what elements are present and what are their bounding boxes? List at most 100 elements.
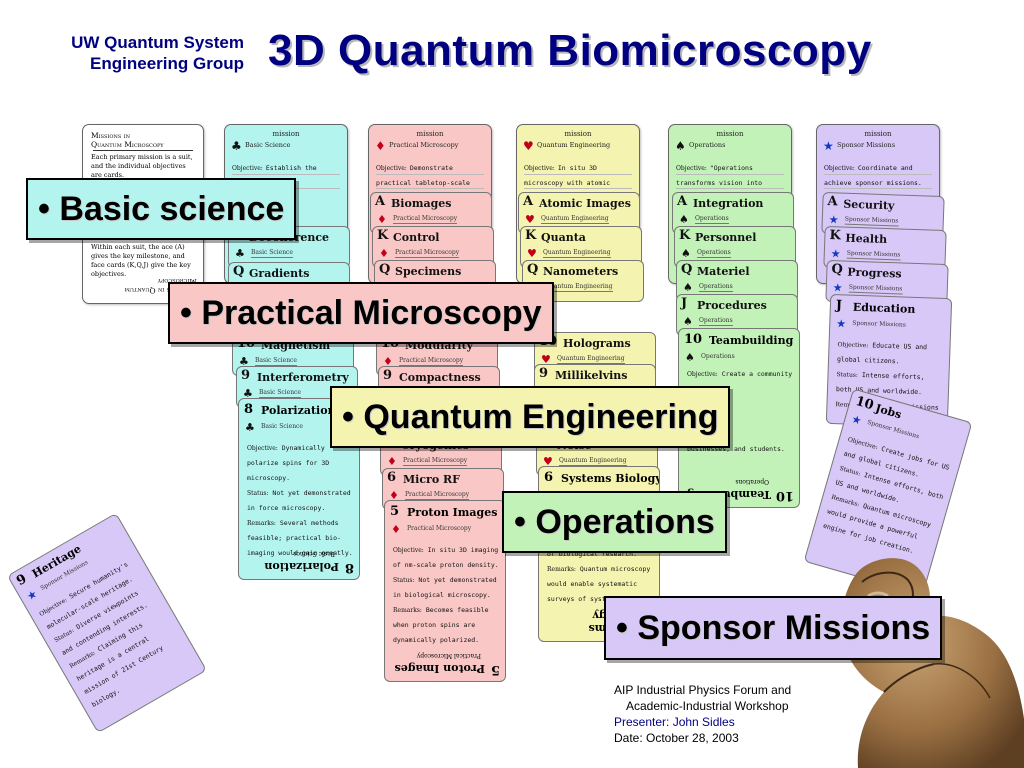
suit-label: Practical Microscopy xyxy=(405,491,470,500)
label-practical-microscopy: • Practical Microscopy xyxy=(168,282,554,344)
suit-label: Practical Microscopy xyxy=(393,215,458,224)
label-operations-text: • Operations xyxy=(514,503,715,541)
card-name: Atomic Images xyxy=(539,197,631,210)
mission-word: mission xyxy=(716,130,744,138)
mission-word: mission xyxy=(272,130,300,138)
diamond-icon: ♦ xyxy=(377,213,387,226)
card-name: Progress xyxy=(847,265,902,281)
status-value: Not yet demonstrated in biological micro… xyxy=(393,576,497,599)
card-name: Gradients xyxy=(249,267,310,280)
objective-label: Objective: xyxy=(687,371,718,378)
intro-card-title: Missions in Quantum Microscopy xyxy=(91,131,164,149)
card-name: Specimens xyxy=(395,265,462,278)
objective-value: In situ 3D imaging of nm-scale proton de… xyxy=(393,546,499,569)
club-icon: ♣ xyxy=(245,421,255,434)
intro-title-line-1: Missions in xyxy=(91,131,131,140)
suit-name: Quantum Engineering xyxy=(537,141,611,149)
suit-label: Operations xyxy=(701,353,735,360)
diamond-icon: ♦ xyxy=(379,247,389,260)
rank: A xyxy=(523,194,534,209)
spade-icon: ♠ xyxy=(683,281,693,294)
card-name: Systems Biology xyxy=(561,472,660,485)
star-icon: ★ xyxy=(830,247,841,261)
rank: K xyxy=(525,228,537,243)
label-quantum-engineering: • Quantum Engineering xyxy=(330,386,731,448)
club-icon: ♣ xyxy=(235,247,245,260)
suit-label: Practical Microscopy xyxy=(403,457,468,466)
club-icon: ♣ xyxy=(243,387,253,400)
organization-name: UW Quantum System Engineering Group xyxy=(30,32,244,74)
objective-value: Create a community xyxy=(721,370,793,378)
card-name: Millikelvins xyxy=(555,369,628,382)
card-name: Control xyxy=(393,231,440,244)
rank: Q xyxy=(527,262,539,277)
spade-icon: ♠ xyxy=(675,139,686,153)
card-body: Objective: Dynamically polarize spins fo… xyxy=(247,441,353,561)
flipped-footer: 8 Polarization Basic Science xyxy=(239,547,359,577)
card-name: Security xyxy=(843,197,895,213)
body-text: businesses, and students. xyxy=(687,445,785,453)
objective-row: Objective: Educate US and global citizen… xyxy=(837,337,944,371)
rank: Q xyxy=(831,262,844,278)
card-name: Materiel xyxy=(697,265,750,278)
star-icon: ★ xyxy=(24,587,40,604)
status-row: Status: Not yet demonstrated in force mi… xyxy=(247,486,353,516)
club-icon: ♣ xyxy=(239,355,249,368)
card-name: Health xyxy=(845,231,888,247)
suit-label: Operations xyxy=(695,215,729,224)
mission-header: mission xyxy=(225,130,347,138)
objective-value: Coordinate and achieve sponsor missions. xyxy=(824,164,922,187)
objective-label: Objective: xyxy=(524,165,555,172)
objective-text: Objective:Coordinate and achieve sponsor… xyxy=(824,161,932,190)
slide-title: 3D Quantum Biomicroscopy xyxy=(268,26,872,75)
rank: A xyxy=(827,194,838,210)
diamond-icon: ♦ xyxy=(387,455,397,468)
card-name: Teambuilding xyxy=(709,334,794,347)
remarks-value: Becomes feasible when proton spins are d… xyxy=(393,606,489,644)
divider xyxy=(93,150,193,151)
remarks-label: Remarks: xyxy=(247,520,276,527)
label-operations: • Operations xyxy=(502,491,727,553)
suit-label: Basic Science xyxy=(255,357,297,366)
card-name: Biomages xyxy=(391,197,452,210)
spade-icon: ♠ xyxy=(679,213,689,226)
intro-text-1: Each primary mission is a suit, and the … xyxy=(91,153,193,179)
objective-row: Objective: Dynamically polarize spins fo… xyxy=(247,441,353,486)
diamond-icon: ♦ xyxy=(391,523,401,536)
suit-label: Basic Science xyxy=(251,249,293,258)
card-name: Micro RF xyxy=(403,473,460,486)
rank: 8 xyxy=(244,402,254,417)
label-sponsor-missions-text: • Sponsor Missions xyxy=(616,609,931,647)
mission-header: mission xyxy=(517,130,639,138)
remarks-value: Several methods feasible; practical bio-… xyxy=(247,519,353,557)
suit-label: Basic Science xyxy=(261,423,303,430)
suit-label: Basic Science xyxy=(259,389,301,398)
club-icon: ♣ xyxy=(231,139,242,153)
objective-label: Objective: xyxy=(376,165,407,172)
mission-header: mission xyxy=(817,130,939,138)
rank: J xyxy=(835,298,843,314)
objective-label: Objective: xyxy=(824,165,855,172)
suit-label: Operations xyxy=(699,283,733,292)
label-practical-microscopy-text: • Practical Microscopy xyxy=(180,294,542,332)
rank: 10 xyxy=(853,393,876,414)
card-body: Objective: Create jobs for US and global… xyxy=(821,432,954,563)
rank: 5 xyxy=(390,504,400,519)
card-name: Compactness xyxy=(399,371,481,384)
suit-label: Sponsor Missions xyxy=(866,418,920,441)
status-value: Not yet demonstrated in force microscopy… xyxy=(247,489,351,512)
label-basic-science-text: • Basic science xyxy=(38,190,285,228)
suit-label: Practical Microscopy xyxy=(395,249,460,258)
status-label: Status: xyxy=(393,577,415,584)
suit-label: Operations xyxy=(697,249,731,258)
org-line-1: UW Quantum System xyxy=(71,33,244,52)
status-label: Status: xyxy=(836,371,859,379)
card-body: of biological research. Remarks: Quantum… xyxy=(547,547,653,607)
sponsor-9-heritage-card: 9 Heritage ★ Sponsor Missions Objective:… xyxy=(6,512,208,734)
flipped-rank: 5 xyxy=(490,662,500,677)
star-icon: ★ xyxy=(850,412,864,428)
heart-icon: ♥ xyxy=(523,139,534,153)
practical-5-card: 5 Proton Images ♦ Practical Microscopy O… xyxy=(384,500,506,682)
objective-label: Objective: xyxy=(393,547,424,554)
suit-name: Sponsor Missions xyxy=(837,141,896,149)
